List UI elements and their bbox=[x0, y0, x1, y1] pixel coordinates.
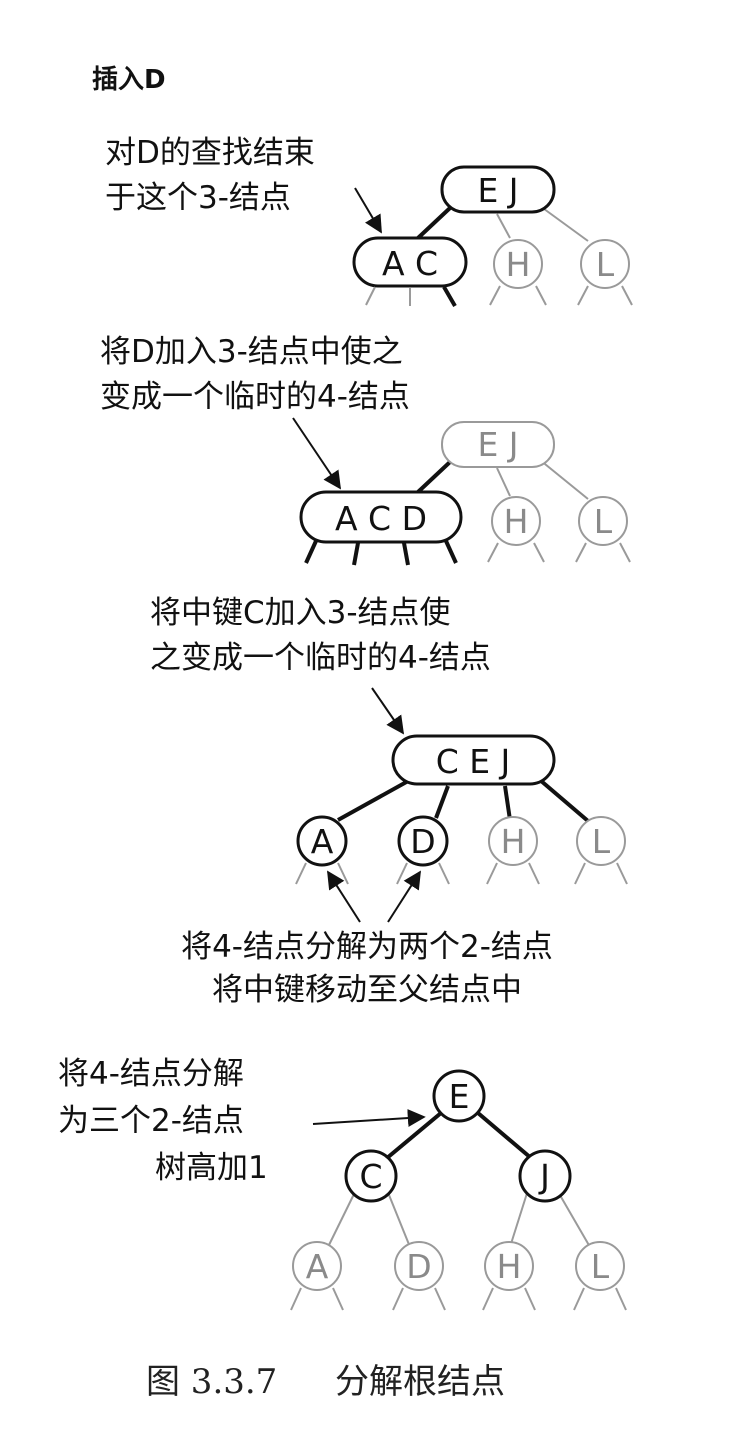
node-label: E bbox=[449, 1077, 470, 1116]
tree-node bbox=[491, 496, 541, 546]
node-label: J bbox=[538, 1157, 550, 1196]
step-2-note-line-2: 变成一个临时的4-结点 bbox=[100, 379, 410, 415]
tree-node bbox=[394, 1241, 444, 1291]
node-label: L bbox=[592, 822, 611, 861]
tree-node bbox=[575, 1241, 625, 1291]
child-link bbox=[442, 285, 457, 308]
node-label: L bbox=[591, 1247, 610, 1286]
link bbox=[496, 467, 511, 497]
tree-node bbox=[518, 1149, 572, 1203]
step-2-note-line-1: 将D加入3-结点中使之 bbox=[100, 334, 403, 370]
link bbox=[476, 1111, 533, 1160]
node-label: E J bbox=[477, 425, 518, 464]
node-label: E J bbox=[477, 171, 518, 210]
link bbox=[556, 1189, 591, 1248]
figure-caption: 分解根结点 bbox=[335, 1362, 505, 1402]
tree-node bbox=[576, 816, 626, 866]
link bbox=[416, 460, 452, 494]
link bbox=[539, 205, 589, 242]
tree-node bbox=[440, 165, 556, 214]
step-1-note-line-1: 对D的查找结束 bbox=[105, 135, 315, 171]
link bbox=[385, 1111, 443, 1160]
link bbox=[509, 1189, 529, 1248]
step-4-arrow bbox=[312, 1109, 426, 1128]
step-4-note-line-1: 将4-结点分解 bbox=[58, 1056, 244, 1092]
step-3-note-line-1: 将中键C加入3-结点使 bbox=[150, 595, 451, 631]
step-4: 将4-结点分解 为三个2-结点 树高加1 E C J A D H L bbox=[58, 1056, 627, 1311]
node-label: A C D bbox=[335, 499, 427, 538]
link bbox=[539, 459, 589, 500]
node-label: L bbox=[596, 245, 615, 284]
link bbox=[416, 206, 452, 240]
link bbox=[496, 213, 511, 239]
tree-node bbox=[441, 421, 555, 468]
node-label: D bbox=[406, 1247, 431, 1286]
tree-node bbox=[488, 816, 538, 866]
node-label: A bbox=[311, 822, 334, 861]
split-arrow-left bbox=[327, 870, 361, 923]
figure-number: 图 3.3.7 bbox=[146, 1362, 277, 1402]
child-links bbox=[487, 542, 631, 563]
child-links bbox=[304, 540, 458, 566]
step-3: 将中键C加入3-结点使 之变成一个临时的4-结点 C E J A D H L 将… bbox=[150, 595, 628, 1008]
node-label: H bbox=[504, 502, 529, 541]
link bbox=[503, 785, 512, 821]
step-2-arrow bbox=[292, 417, 342, 490]
child-links bbox=[295, 862, 628, 885]
step-3-note-line-2: 之变成一个临时的4-结点 bbox=[150, 640, 491, 676]
node-label: H bbox=[506, 245, 531, 284]
tree-node bbox=[432, 1069, 486, 1123]
tree-node bbox=[344, 1149, 398, 1203]
step-4-note-line-2: 为三个2-结点 bbox=[58, 1103, 244, 1139]
step-2: 将D加入3-结点中使之 变成一个临时的4-结点 E J A C D H L bbox=[100, 334, 631, 566]
tree-node bbox=[493, 239, 543, 289]
link bbox=[327, 1189, 357, 1248]
step-3-bottom-note-line-2: 将中键移动至父结点中 bbox=[212, 972, 522, 1008]
step-4-note-line-3: 树高加1 bbox=[155, 1150, 268, 1186]
tree-node bbox=[397, 815, 449, 867]
tree-node bbox=[352, 236, 468, 288]
tree-node bbox=[292, 1241, 342, 1291]
link bbox=[386, 1189, 411, 1248]
node-label: C bbox=[359, 1157, 382, 1196]
step-1: 对D的查找结束 于这个3-结点 E J A C H L bbox=[105, 135, 633, 308]
step-1-note-line-2: 于这个3-结点 bbox=[105, 180, 291, 216]
node-label: H bbox=[497, 1247, 522, 1286]
node-label: A C bbox=[382, 244, 438, 283]
tree-node bbox=[484, 1241, 534, 1291]
step-1-arrow bbox=[354, 187, 382, 234]
diagram-title: 插入D bbox=[92, 65, 166, 95]
split-arrow-right bbox=[387, 870, 421, 923]
step-3-arrow bbox=[371, 687, 405, 735]
node-label: H bbox=[501, 822, 526, 861]
child-links bbox=[365, 285, 633, 306]
link bbox=[538, 778, 590, 823]
node-label: C E J bbox=[436, 742, 511, 781]
node-label: A bbox=[306, 1247, 329, 1286]
tree-node bbox=[299, 490, 463, 544]
link bbox=[434, 785, 450, 819]
tree-node bbox=[578, 496, 628, 546]
child-links bbox=[290, 1287, 627, 1311]
tree-node bbox=[580, 239, 630, 289]
step-3-bottom-note-line-1: 将4-结点分解为两个2-结点 bbox=[181, 929, 553, 965]
node-label: D bbox=[410, 822, 435, 861]
node-label: L bbox=[594, 502, 613, 541]
link bbox=[337, 778, 411, 822]
tree-node bbox=[391, 734, 556, 786]
tree-node bbox=[296, 815, 348, 867]
